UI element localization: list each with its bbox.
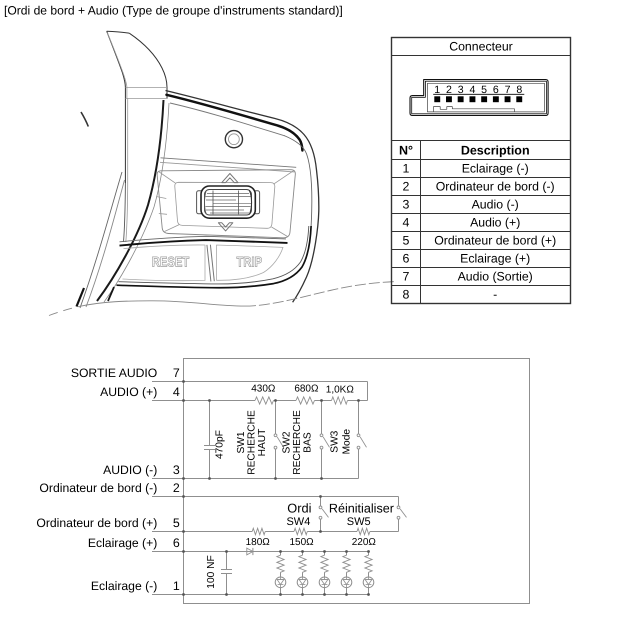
svg-text:430Ω: 430Ω — [251, 383, 276, 394]
svg-text:Réinitialiser: Réinitialiser — [329, 502, 394, 516]
svg-text:5: 5 — [481, 84, 487, 96]
svg-text:2: 2 — [403, 180, 410, 194]
svg-text:Description: Description — [461, 143, 530, 157]
svg-text:Eclairage (-): Eclairage (-) — [91, 579, 157, 593]
svg-text:5: 5 — [173, 516, 180, 530]
svg-text:180Ω: 180Ω — [246, 537, 271, 548]
svg-text:Ordinateur de bord (+): Ordinateur de bord (+) — [36, 516, 157, 530]
svg-text:BAS: BAS — [302, 432, 313, 453]
svg-text:1: 1 — [173, 579, 180, 593]
svg-text:680Ω: 680Ω — [294, 383, 319, 394]
svg-text:6: 6 — [173, 536, 180, 550]
svg-text:470pF: 470pF — [214, 430, 225, 459]
svg-text:N°: N° — [399, 143, 413, 157]
svg-text:6: 6 — [403, 252, 410, 266]
svg-text:5: 5 — [403, 234, 410, 248]
svg-text:1: 1 — [434, 84, 440, 96]
svg-text:SW2: SW2 — [281, 431, 292, 453]
svg-text:2: 2 — [173, 481, 180, 495]
svg-text:8: 8 — [516, 84, 522, 96]
svg-text:1,0KΩ: 1,0KΩ — [326, 384, 355, 395]
svg-text:Ordinateur de bord (+): Ordinateur de bord (+) — [434, 234, 556, 248]
svg-text:HAUT: HAUT — [257, 429, 268, 457]
svg-text:Audio (Sortie): Audio (Sortie) — [458, 270, 533, 284]
svg-text:RECHERCHE: RECHERCHE — [246, 410, 257, 475]
svg-text:4: 4 — [173, 385, 180, 399]
svg-text:4: 4 — [403, 216, 410, 230]
svg-text:Eclairage (+): Eclairage (+) — [460, 252, 530, 266]
svg-text:3: 3 — [403, 198, 410, 212]
svg-text:1: 1 — [403, 162, 410, 176]
svg-text:Ordi: Ordi — [287, 501, 311, 516]
svg-text:3: 3 — [458, 84, 464, 96]
svg-text:8: 8 — [403, 288, 410, 302]
svg-text:3: 3 — [173, 463, 180, 477]
svg-text:SW5: SW5 — [347, 516, 371, 528]
svg-text:SW3: SW3 — [330, 430, 341, 452]
svg-text:100 NF: 100 NF — [206, 555, 217, 588]
svg-text:4: 4 — [469, 84, 475, 96]
svg-text:SW4: SW4 — [286, 516, 310, 528]
svg-text:150Ω: 150Ω — [290, 537, 315, 548]
svg-text:2: 2 — [446, 84, 452, 96]
svg-text:Audio (+): Audio (+) — [470, 216, 520, 230]
svg-text:AUDIO (-): AUDIO (-) — [103, 463, 157, 477]
svg-text:AUDIO (+): AUDIO (+) — [100, 385, 157, 399]
svg-text:Audio (-): Audio (-) — [472, 198, 519, 212]
svg-text:7: 7 — [505, 84, 511, 96]
svg-text:[Ordi de bord + Audio (Type de: [Ordi de bord + Audio (Type de groupe d'… — [4, 4, 343, 18]
svg-text:RECHERCHE: RECHERCHE — [292, 410, 303, 475]
svg-text:Eclairage (-): Eclairage (-) — [462, 162, 529, 176]
svg-text:Ordinateur de bord (-): Ordinateur de bord (-) — [436, 180, 555, 194]
svg-text:TRIP: TRIP — [237, 253, 263, 269]
svg-text:7: 7 — [173, 366, 180, 380]
svg-text:220Ω: 220Ω — [352, 537, 377, 548]
svg-text:SW1: SW1 — [236, 431, 247, 453]
svg-text:Eclairage (+): Eclairage (+) — [88, 536, 157, 550]
svg-text:-: - — [493, 288, 497, 302]
svg-text:Mode: Mode — [342, 429, 353, 455]
svg-text:Connecteur: Connecteur — [449, 40, 513, 54]
svg-text:7: 7 — [403, 270, 410, 284]
svg-text:RESET: RESET — [152, 253, 190, 269]
svg-text:Ordinateur de bord (-): Ordinateur de bord (-) — [39, 481, 157, 495]
svg-text:SORTIE AUDIO: SORTIE AUDIO — [71, 366, 157, 380]
svg-text:6: 6 — [493, 84, 499, 96]
